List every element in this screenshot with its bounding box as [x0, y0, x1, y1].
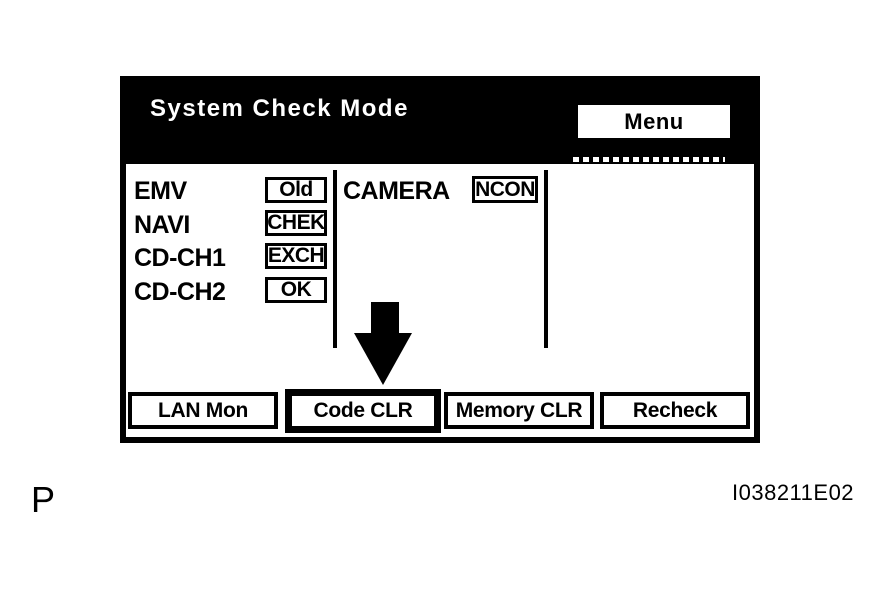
status-row-label-navi: NAVI: [134, 211, 190, 239]
lan-mon-button[interactable]: LAN Mon: [128, 392, 278, 429]
column-divider-left: [333, 170, 337, 348]
status-row-label-cd-ch1: CD-CH1: [134, 244, 226, 272]
system-check-screen: System Check Mode Menu EMV NAVI CD-CH1 C…: [120, 76, 760, 443]
status-row-label-camera: CAMERA: [343, 177, 450, 205]
menu-button[interactable]: Menu: [578, 105, 730, 138]
status-row-label-emv: EMV: [134, 177, 187, 205]
status-value-navi: CHEK: [265, 210, 327, 236]
down-arrow-icon: [371, 302, 399, 335]
status-value-camera: NCON: [472, 176, 538, 203]
illegible-print-artifact: [573, 157, 725, 162]
memory-clr-button[interactable]: Memory CLR: [444, 392, 594, 429]
status-value-emv: Old: [265, 177, 327, 203]
column-divider-right: [544, 170, 548, 348]
status-value-cd-ch2: OK: [265, 277, 327, 303]
status-value-cd-ch1: EXCH: [265, 243, 327, 269]
status-row-label-cd-ch2: CD-CH2: [134, 278, 226, 306]
down-arrow-icon-head: [354, 333, 412, 385]
figure-id: I038211E02: [732, 480, 855, 505]
page-letter: P: [31, 479, 56, 520]
screen-title: System Check Mode: [150, 95, 409, 122]
recheck-button[interactable]: Recheck: [600, 392, 750, 429]
screen-header: System Check Mode Menu: [126, 76, 754, 164]
code-clr-button[interactable]: Code CLR: [285, 389, 441, 433]
